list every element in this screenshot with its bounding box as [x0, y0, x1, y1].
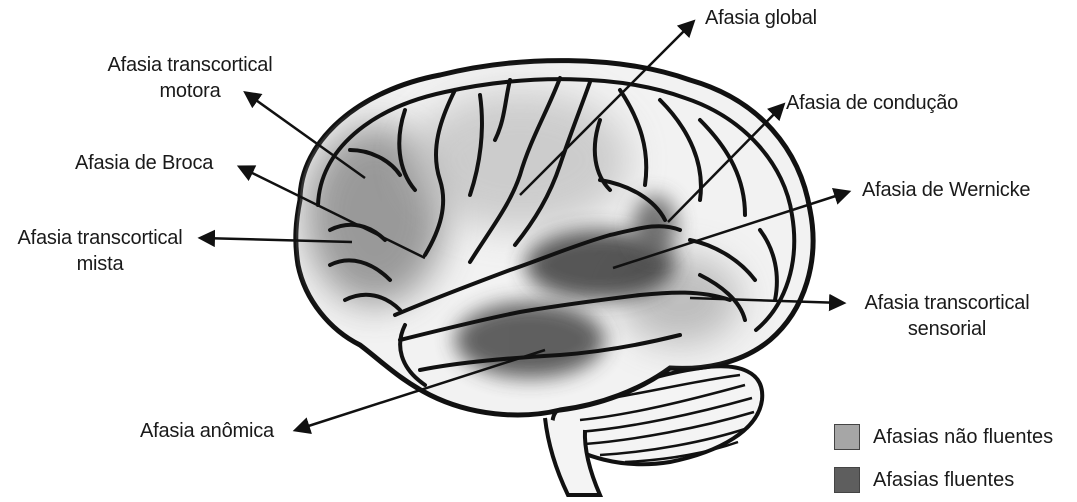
- arrow-conducao: [667, 102, 786, 223]
- label-afasia-global: Afasia global: [705, 7, 817, 29]
- label-afasia-transcortical-motora: Afasia transcortical motora: [107, 54, 273, 102]
- label-afasia-transcortical-sensorial: Afasia transcortical sensorial: [864, 292, 1030, 340]
- fluent-region-temporal: [455, 302, 605, 378]
- label-afasia-de-wernicke: Afasia de Wernicke: [862, 179, 1031, 201]
- brainstem: [543, 417, 604, 497]
- label-afasia-anomica: Afasia anômica: [140, 420, 274, 442]
- legend-item-nao-fluentes: Afasias não fluentes: [834, 423, 1053, 451]
- arrow-transcortical-sensorial: [689, 293, 847, 312]
- arrow-transcortical-motora: [243, 90, 366, 180]
- arrow-anomica: [292, 348, 546, 435]
- legend-label-nao-fluentes: Afasias não fluentes: [873, 425, 1054, 448]
- legend-label-fluentes: Afasias fluentes: [873, 468, 1015, 491]
- label-afasia-de-conducao: Afasia de condução: [786, 92, 959, 114]
- arrow-transcortical-mista: [197, 229, 353, 248]
- label-afasia-transcortical-mista: Afasia transcortical mista: [17, 227, 183, 275]
- legend-item-fluentes: Afasias fluentes: [834, 466, 1014, 494]
- callout-arrows: [197, 19, 852, 435]
- label-afasia-de-broca: Afasia de Broca: [75, 152, 214, 174]
- brain-gyri: [316, 76, 797, 387]
- fluent-region-wernicke: [525, 230, 675, 300]
- legend-swatch-nao-fluentes: [834, 424, 860, 450]
- legend-swatch-fluentes: [834, 467, 860, 493]
- arrow-wernicke: [612, 187, 852, 270]
- arrow-global: [519, 19, 696, 196]
- arrow-broca: [236, 165, 426, 260]
